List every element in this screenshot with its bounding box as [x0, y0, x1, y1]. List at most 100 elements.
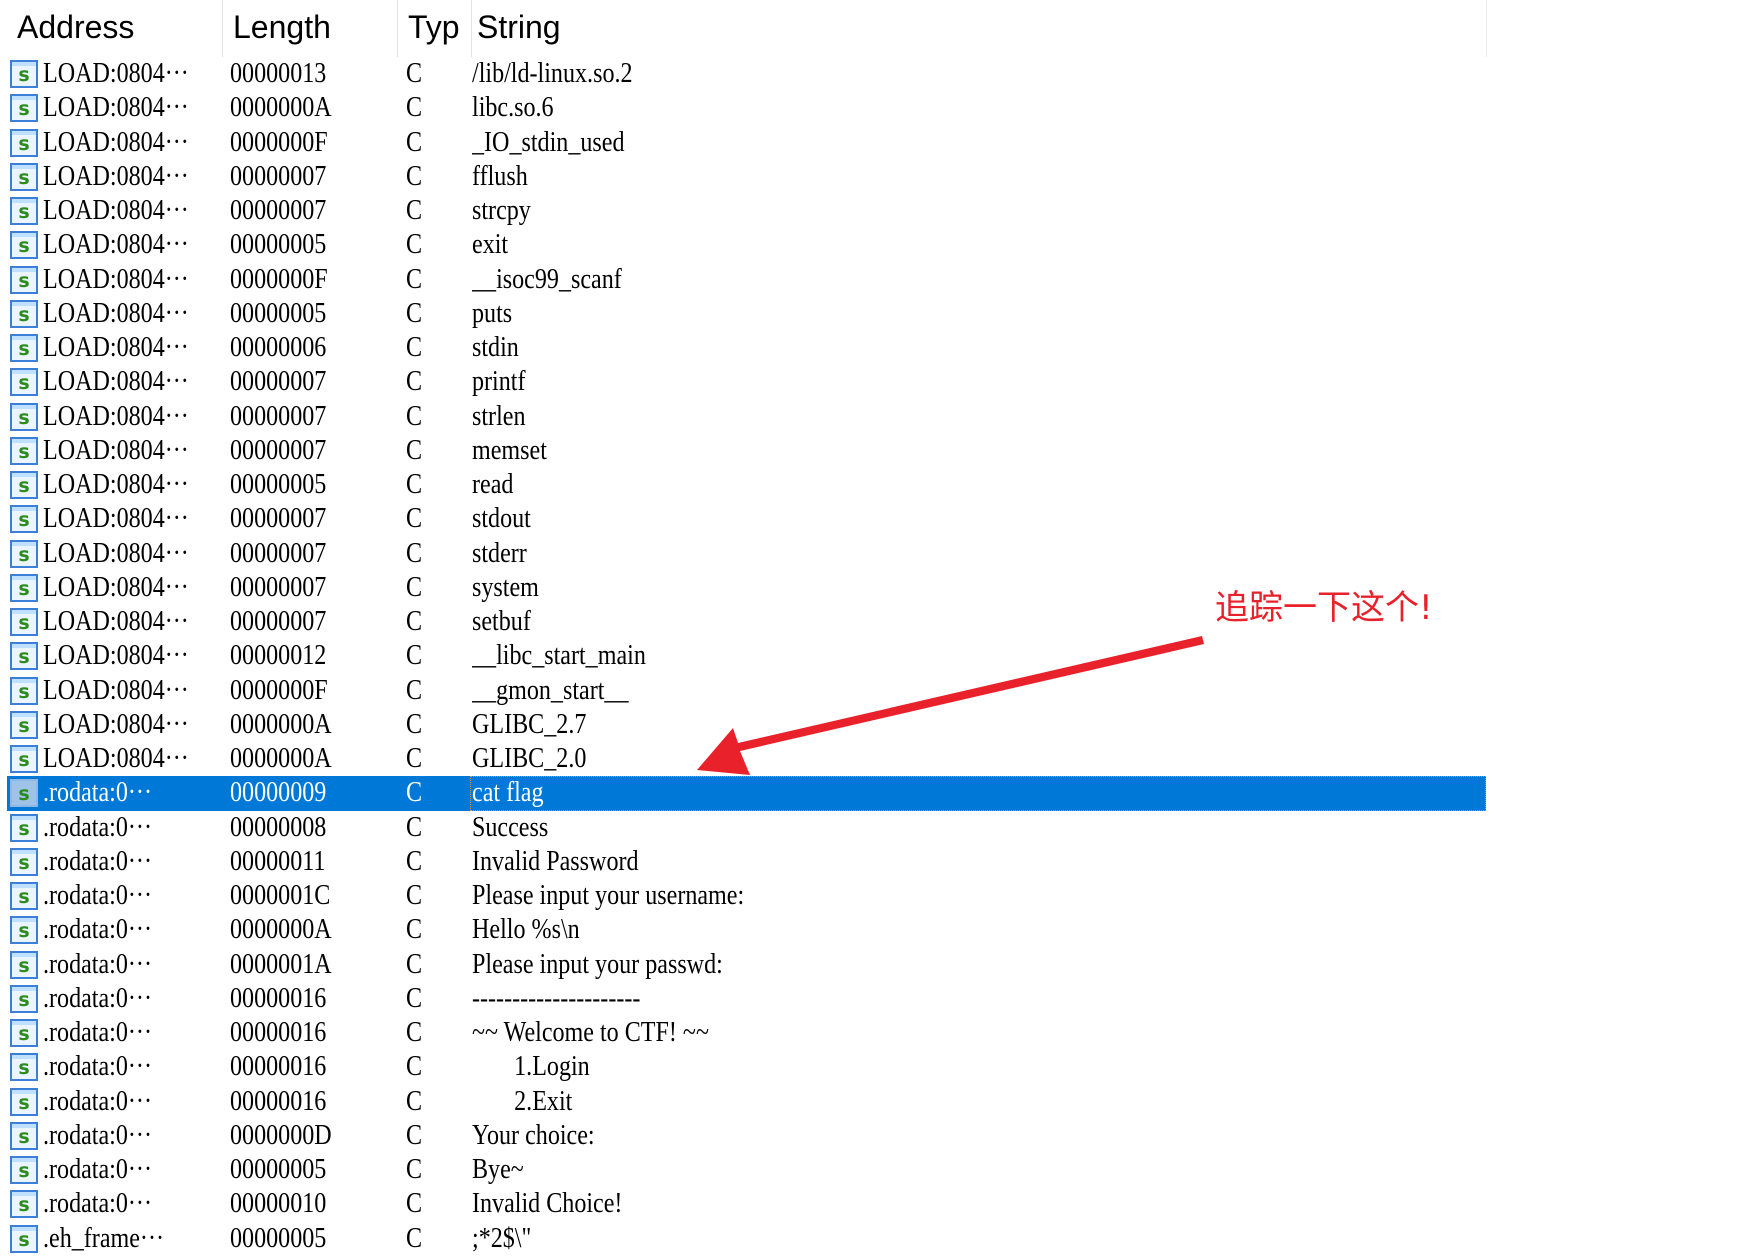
icon-glyph: s — [18, 1160, 30, 1182]
cell-type: C — [406, 1154, 423, 1185]
string-s-icon: s — [10, 368, 38, 397]
string-s-icon: s — [10, 60, 38, 88]
icon-glyph: s — [18, 201, 30, 223]
icon-glyph: s — [18, 988, 30, 1011]
cell-address: LOAD:0804··· — [43, 229, 189, 261]
cell-length: 00000007 — [230, 160, 327, 192]
cell-length: 0000000A — [230, 914, 332, 946]
icon-glyph: s — [18, 612, 30, 634]
cell-string: read — [472, 469, 514, 500]
icon-glyph: s — [18, 851, 30, 874]
cell-type: C — [406, 58, 423, 89]
column-header-address[interactable]: Address — [17, 9, 135, 45]
cell-string: Success — [472, 811, 549, 843]
icon-glyph: s — [18, 338, 30, 360]
cell-address: LOAD:0804··· — [43, 92, 189, 124]
string-s-icon: s — [10, 1087, 38, 1116]
cell-string: Please input your passwd: — [472, 948, 723, 980]
icon-glyph: s — [18, 372, 30, 395]
cell-type: C — [406, 982, 423, 1014]
cell-address: LOAD:0804··· — [43, 332, 189, 363]
icon-glyph: s — [18, 406, 30, 429]
icon-glyph: s — [18, 680, 30, 703]
string-s-icon: s — [10, 1156, 38, 1184]
column-divider[interactable] — [222, 0, 223, 57]
cell-string: stderr — [472, 537, 527, 569]
cell-address: .rodata:0··· — [43, 845, 152, 877]
cell-address: .rodata:0··· — [43, 880, 152, 911]
cell-address: .rodata:0··· — [43, 1017, 152, 1048]
icon-glyph: s — [18, 98, 30, 121]
cell-address: LOAD:0804··· — [43, 640, 189, 672]
cell-length: 00000005 — [230, 297, 327, 329]
icon-glyph: s — [18, 886, 30, 908]
icon-glyph: s — [18, 543, 30, 566]
cell-length: 0000000A — [230, 708, 332, 740]
cell-address: .rodata:0··· — [43, 1051, 152, 1083]
column-header-length[interactable]: Length — [233, 9, 331, 45]
icon-glyph: s — [18, 132, 30, 155]
cell-type: C — [406, 571, 423, 603]
string-s-icon: s — [10, 94, 38, 123]
string-s-icon: s — [10, 779, 38, 808]
cell-type: C — [406, 1222, 423, 1254]
cell-string: GLIBC_2.7 — [472, 708, 587, 740]
cell-string: --------------------- — [472, 982, 641, 1014]
cell-string: fflush — [472, 160, 528, 192]
cell-string: __gmon_start__ — [472, 674, 629, 706]
column-header-type[interactable]: Typ — [408, 9, 460, 45]
string-s-icon: s — [10, 471, 38, 499]
cell-length: 0000000D — [230, 1119, 332, 1151]
cell-length: 00000007 — [230, 606, 327, 637]
cell-length: 00000007 — [230, 400, 327, 432]
cell-string: Bye~ — [472, 1154, 524, 1185]
cell-address: LOAD:0804··· — [43, 160, 189, 192]
cell-type: C — [406, 537, 423, 569]
column-divider[interactable] — [471, 0, 472, 57]
icon-glyph: s — [18, 817, 30, 840]
cell-address: LOAD:0804··· — [43, 743, 189, 774]
column-header-string[interactable]: String — [477, 9, 561, 45]
cell-length: 0000000A — [230, 743, 332, 774]
cell-address: LOAD:0804··· — [43, 469, 189, 500]
column-divider[interactable] — [397, 0, 398, 57]
icon-glyph: s — [18, 475, 30, 497]
string-s-icon: s — [10, 710, 38, 739]
